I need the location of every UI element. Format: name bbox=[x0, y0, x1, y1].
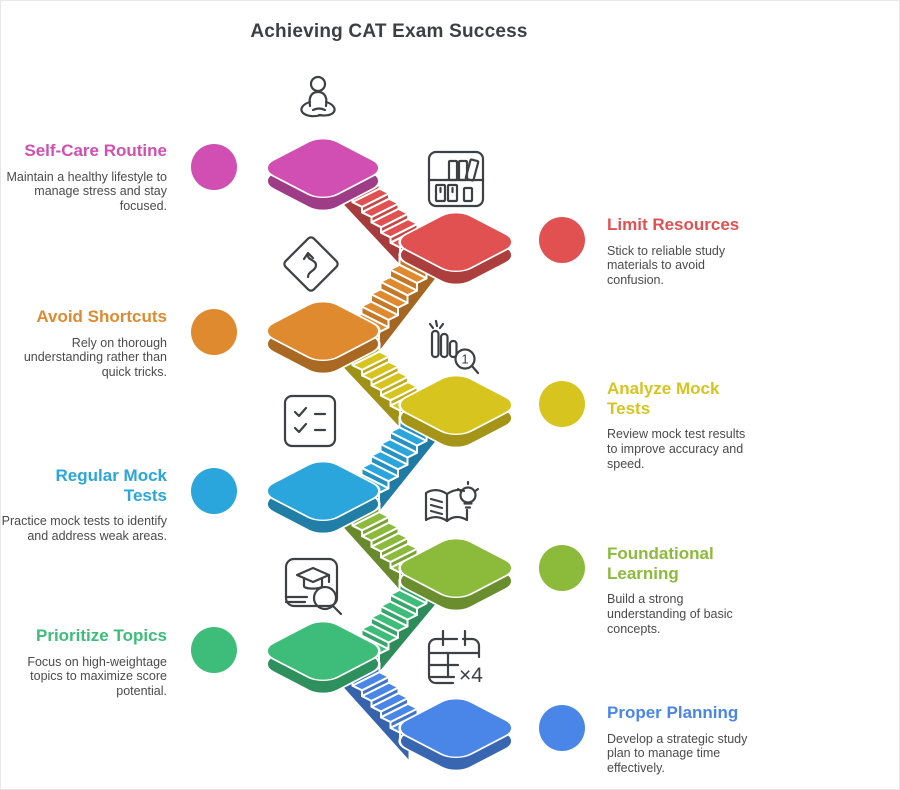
step-title: Prioritize Topics bbox=[36, 626, 167, 645]
step-item-foundational: Foundational Learning Build a strong und… bbox=[607, 544, 759, 636]
winding-road-sign-icon bbox=[283, 236, 339, 292]
step-dot-avoid-shortcuts bbox=[191, 309, 237, 355]
step-dot-self-care bbox=[191, 144, 237, 190]
step-item-avoid-shortcuts: Avoid Shortcuts Rely on thorough underst… bbox=[1, 307, 167, 380]
step-description: Build a strong understanding of basic co… bbox=[607, 592, 733, 636]
step-item-self-care: Self-Care Routine Maintain a healthy lif… bbox=[1, 141, 167, 214]
staircase-layer bbox=[265, 138, 514, 771]
step-dot-proper-planning bbox=[539, 705, 585, 751]
step-description: Develop a strategic study plan to manage… bbox=[607, 731, 748, 776]
calendar-x4-icon: ×4 bbox=[427, 629, 483, 687]
step-title: Limit Resources bbox=[607, 215, 740, 234]
step-description: Practice mock tests to identify and addr… bbox=[1, 514, 167, 543]
book-idea-icon bbox=[424, 480, 480, 523]
checklist-icon bbox=[283, 394, 337, 448]
graduation-search-icon bbox=[284, 557, 343, 616]
calendar-times-label: ×4 bbox=[459, 664, 483, 687]
step-title: Regular Mock Tests bbox=[55, 466, 167, 505]
step-item-regular-mock: Regular Mock Tests Practice mock tests t… bbox=[1, 466, 167, 544]
bookshelf-icon bbox=[427, 150, 485, 208]
step-dot-prioritize bbox=[191, 627, 237, 673]
step-description: Focus on high-weightage topics to maximi… bbox=[27, 654, 167, 699]
step-description: Rely on thorough understanding rather th… bbox=[23, 335, 167, 380]
step-item-limit-resources: Limit Resources Stick to reliable study … bbox=[607, 215, 759, 288]
step-dot-regular-mock bbox=[191, 468, 237, 514]
step-item-prioritize: Prioritize Topics Focus on high-weightag… bbox=[1, 626, 167, 699]
step-dot-limit-resources bbox=[539, 217, 585, 263]
step-title: Foundational Learning bbox=[607, 544, 714, 583]
page-title: Achieving CAT Exam Success bbox=[250, 21, 528, 42]
step-dot-analyze-mock bbox=[539, 381, 585, 427]
meditation-icon bbox=[300, 75, 336, 118]
step-title: Avoid Shortcuts bbox=[36, 307, 167, 326]
step-title: Self-Care Routine bbox=[24, 141, 167, 160]
step-dot-foundational bbox=[539, 545, 585, 591]
step-title: Analyze Mock Tests bbox=[607, 379, 720, 418]
step-description: Review mock test results to improve accu… bbox=[607, 427, 746, 471]
magnifier-one-label: 1 bbox=[461, 352, 468, 367]
bar-chart-search-icon: 1 bbox=[428, 319, 480, 375]
step-item-analyze-mock: Analyze Mock Tests Review mock test resu… bbox=[607, 379, 759, 471]
step-item-proper-planning: Proper Planning Develop a strategic stud… bbox=[607, 703, 759, 776]
step-description: Maintain a healthy lifestyle to manage s… bbox=[6, 169, 167, 214]
step-description: Stick to reliable study materials to avo… bbox=[607, 243, 726, 288]
step-title: Proper Planning bbox=[607, 703, 739, 722]
